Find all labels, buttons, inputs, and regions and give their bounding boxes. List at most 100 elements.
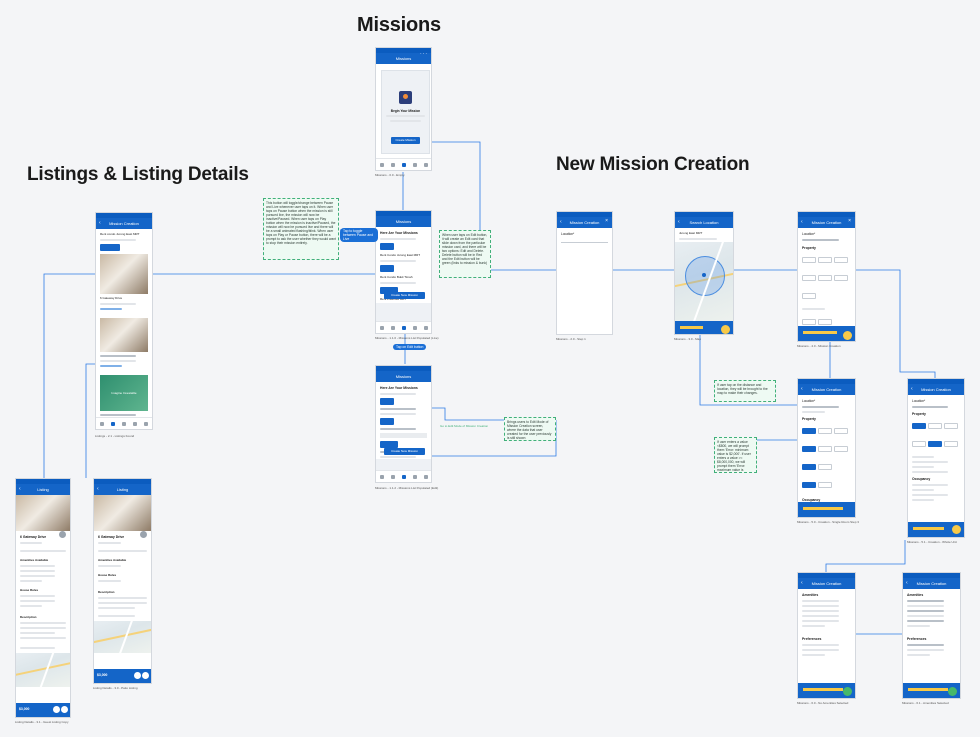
back-icon[interactable]: ‹ xyxy=(97,486,99,492)
profile-tab-icon[interactable] xyxy=(379,325,384,330)
avatar[interactable] xyxy=(59,531,66,538)
location-value[interactable]: Jurong East MRT xyxy=(679,231,703,235)
tab-bar xyxy=(96,417,152,429)
back-icon[interactable]: ‹ xyxy=(678,219,680,225)
screen-listing-detail-2: ‹Listing 6 Gateway Drive Amenities Avail… xyxy=(93,478,152,684)
avatar[interactable] xyxy=(140,531,147,538)
missions-heading: Here Are Your Missions xyxy=(380,386,418,390)
location-label: Location* xyxy=(802,399,816,403)
mission-tag xyxy=(380,243,394,250)
mission-item[interactable]: Rent Freehold MRT xyxy=(380,297,407,301)
settings-tab-icon[interactable] xyxy=(423,325,428,330)
caption: Missions - 5.1 - Creation - Whole Unit xyxy=(907,540,957,544)
section-title-listings: Listings & Listing Details xyxy=(27,164,249,185)
caption: Missions - 0.0 - Empty xyxy=(375,173,405,177)
mission-item[interactable]: Rent Condo Bukit Timah xyxy=(380,275,413,279)
chat-tab-icon[interactable] xyxy=(412,325,417,330)
section-title-missions: Missions xyxy=(357,14,441,36)
occupancy-label: Occupancy xyxy=(912,477,931,481)
back-icon[interactable]: ‹ xyxy=(911,386,913,392)
nav-title: Missions xyxy=(395,56,412,61)
back-icon[interactable]: ‹ xyxy=(801,386,803,392)
back-icon[interactable]: ‹ xyxy=(906,580,908,586)
location-label: Location* xyxy=(561,232,575,236)
caption: Listing Details - 3.1 - Guest Listing Co… xyxy=(15,720,69,724)
more-icon[interactable]: ··· xyxy=(420,51,428,57)
screen-missions-list: Missions Here Are Your Missions Rent Con… xyxy=(375,210,432,334)
location-map[interactable] xyxy=(94,621,151,653)
location-label: Location* xyxy=(802,232,816,236)
location-label: Location* xyxy=(912,399,926,403)
listing-photo[interactable]: Imagine Investable xyxy=(100,375,148,411)
connector-prop-to-whole xyxy=(856,269,936,378)
investable-label: Imagine Investable xyxy=(111,391,137,395)
listing-photo[interactable] xyxy=(100,318,148,352)
missions-tab-icon[interactable] xyxy=(121,421,126,426)
next-button[interactable] xyxy=(952,525,961,534)
nav-bar: ‹Mission Creation xyxy=(903,578,960,589)
close-icon[interactable]: × xyxy=(605,218,609,224)
listing-name: 6 Gateway Drive xyxy=(98,535,125,539)
chat-tab-icon[interactable] xyxy=(133,421,138,426)
connector-create-to-creation xyxy=(431,141,556,271)
chat-tab-icon[interactable] xyxy=(412,162,417,167)
caption: Missions - 4.0 - Mission Creation xyxy=(797,344,841,348)
edit-card[interactable] xyxy=(380,433,427,438)
caption: Missions - 3.0 - Map xyxy=(674,337,702,341)
settings-tab-icon[interactable] xyxy=(423,474,428,479)
listings-tab-icon[interactable] xyxy=(390,162,395,167)
listings-tab-icon[interactable] xyxy=(390,325,395,330)
done-check-icon[interactable] xyxy=(843,687,852,696)
profile-tab-icon[interactable] xyxy=(379,474,384,479)
nav-bar: ‹ Listing xyxy=(94,484,151,495)
back-icon[interactable]: ‹ xyxy=(99,220,101,226)
settings-tab-icon[interactable] xyxy=(144,421,149,426)
location-map[interactable] xyxy=(16,653,70,687)
listing-hero-photo[interactable] xyxy=(94,495,151,531)
call-icon[interactable] xyxy=(61,706,68,713)
missions-heading: Here Are Your Missions xyxy=(380,231,418,235)
caption: Missions - 1.1.0 - Missions List Populat… xyxy=(375,336,439,340)
create-mission-button[interactable]: Create Mission xyxy=(391,137,420,144)
nav-bar: ‹Mission Creation xyxy=(798,578,855,589)
settings-tab-icon[interactable] xyxy=(423,162,428,167)
next-button[interactable] xyxy=(843,331,852,340)
back-icon[interactable]: ‹ xyxy=(19,486,21,492)
property-label: Property xyxy=(912,412,926,416)
call-icon[interactable] xyxy=(142,672,149,679)
listing-title[interactable]: 6 Gateway Drive xyxy=(100,296,123,300)
map-view[interactable] xyxy=(675,242,733,324)
mission-item[interactable]: Rent Condo Jurong East MRT xyxy=(380,253,421,257)
chat-tab-icon[interactable] xyxy=(412,474,417,479)
missions-tab-icon[interactable] xyxy=(401,474,406,479)
listing-photo[interactable] xyxy=(100,254,148,294)
back-icon[interactable]: ‹ xyxy=(801,580,803,586)
toggle-note: This button will toggle/change between P… xyxy=(263,198,339,260)
create-new-mission-button[interactable]: Create New Mission xyxy=(384,448,425,455)
next-button[interactable] xyxy=(721,325,730,334)
empty-state-card: Begin Your Mission Create Mission xyxy=(381,70,430,154)
chat-icon[interactable] xyxy=(134,672,141,679)
caption: Missions - 2.0 - Step 1 xyxy=(556,337,586,341)
screen-listing-detail-1: ‹Listing 6 Gateway Drive Amenities Avail… xyxy=(15,478,71,718)
screen-creation-whole-unit: ‹Mission Creation Location* Property Occ… xyxy=(907,378,965,538)
profile-tab-icon[interactable] xyxy=(379,162,384,167)
done-check-icon[interactable] xyxy=(948,687,957,696)
missions-tab-icon[interactable] xyxy=(401,162,406,167)
profile-tab-icon[interactable] xyxy=(99,421,104,426)
location-input[interactable] xyxy=(561,237,608,243)
chat-icon[interactable] xyxy=(53,706,60,713)
listings-tab-icon[interactable] xyxy=(110,421,115,426)
mission-query: Rent condo Jurong East MRT xyxy=(100,232,140,236)
preferences-label: Preferences xyxy=(802,637,822,641)
listing-hero-photo[interactable] xyxy=(16,495,70,531)
back-icon[interactable]: ‹ xyxy=(801,219,803,225)
close-icon[interactable]: × xyxy=(848,218,852,224)
back-icon[interactable]: ‹ xyxy=(560,219,562,225)
nav-title: Listing xyxy=(116,487,129,492)
nav-bar: Missions xyxy=(376,371,431,382)
create-new-mission-button[interactable]: Create New Mission xyxy=(384,292,425,299)
caption: Listing Details - 3.0 - Patio Listing xyxy=(93,686,138,690)
listings-tab-icon[interactable] xyxy=(390,474,395,479)
missions-tab-icon[interactable] xyxy=(401,325,406,330)
